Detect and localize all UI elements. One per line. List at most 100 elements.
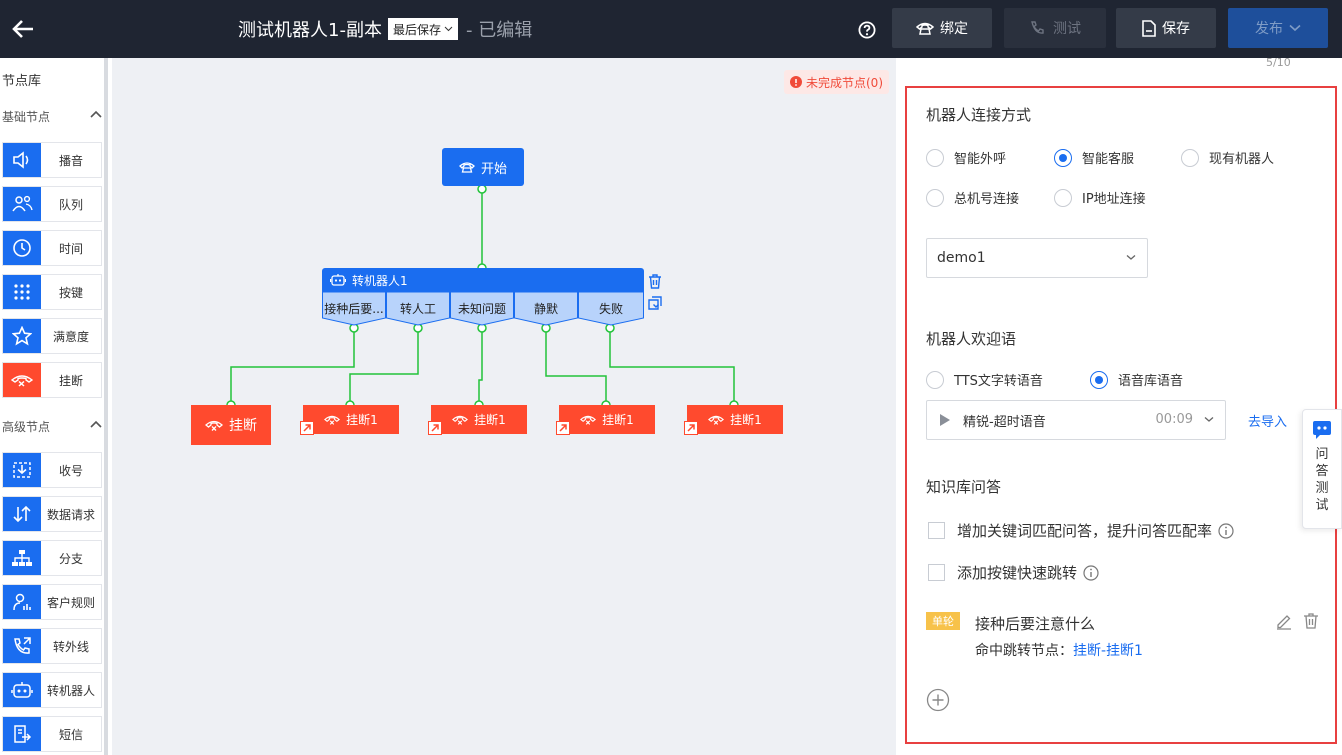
hangup-icon	[324, 415, 341, 425]
radio-existing-robot[interactable]: 现有机器人	[1181, 148, 1274, 167]
qa-jump-prefix: 命中跳转节点：	[975, 643, 1073, 659]
add-circle-icon[interactable]	[926, 688, 950, 712]
info-icon[interactable]	[1083, 564, 1099, 581]
palette-item-time[interactable]: 时间	[2, 230, 102, 266]
palette-item-label: 短信	[58, 727, 83, 742]
palette-item-hangup[interactable]: 挂断	[2, 362, 102, 398]
robot-icon	[3, 673, 41, 707]
user-chart-icon	[3, 585, 41, 619]
palette-item-transfer-external[interactable]: 转外线	[2, 628, 102, 664]
palette-item-collect-digits[interactable]: 收号	[2, 452, 102, 488]
qa-jump-target[interactable]: 挂断-挂断1	[1073, 643, 1143, 659]
checkbox-key-jump[interactable]: 添加按键快速跳转	[928, 562, 1099, 583]
palette-item-satisfaction[interactable]: 满意度	[2, 318, 102, 354]
jump-link-icon[interactable]	[684, 421, 698, 435]
palette-item-broadcast[interactable]: 播音	[2, 142, 102, 178]
jump-link-icon[interactable]	[556, 421, 570, 435]
advanced-section-header[interactable]: 高级节点	[2, 418, 104, 435]
trash-icon[interactable]	[1302, 612, 1320, 630]
save-button[interactable]: 保存	[1116, 8, 1216, 48]
radio-smart-outbound[interactable]: 智能外呼	[926, 148, 1006, 167]
radio-label: 现有机器人	[1209, 152, 1275, 167]
radio-dot	[926, 148, 944, 167]
branch-vaccine[interactable]: 接种后要...	[322, 292, 386, 326]
test-button[interactable]: 测试	[1004, 8, 1106, 48]
audio-select[interactable]: 精锐-超时语音 00:09	[926, 400, 1226, 440]
palette-item-data-request[interactable]: 数据请求	[2, 496, 102, 532]
robot-node-header[interactable]: 转机器人1	[322, 268, 644, 292]
hangup-node[interactable]: 挂断1	[303, 405, 399, 434]
radio-ip[interactable]: IP地址连接	[1054, 188, 1146, 207]
palette-item-label: 转外线	[52, 639, 89, 654]
radio-smart-service[interactable]: 智能客服	[1054, 148, 1134, 167]
sms-icon	[3, 717, 41, 751]
radio-dot-selected	[1090, 370, 1108, 389]
publish-button[interactable]: 发布	[1228, 8, 1328, 48]
robot-select-value: demo1	[937, 250, 986, 266]
branch-silence[interactable]: 静默	[514, 292, 578, 326]
palette-item-keypad[interactable]: 按键	[2, 274, 102, 310]
save-mode-select[interactable]: 最后保存	[388, 18, 459, 40]
palette-item-transfer-robot[interactable]: 转机器人	[2, 672, 102, 708]
hangup-icon	[205, 420, 223, 431]
test-label: 测试	[1053, 21, 1081, 37]
trash-icon[interactable]	[647, 273, 663, 289]
robot-select[interactable]: demo1	[926, 238, 1148, 278]
node-palette: 节点库 基础节点 播音 队列 时间 按键 满意度 挂断 高级节点 收号 数据请求	[0, 58, 108, 755]
hangup-icon	[708, 415, 725, 425]
basic-section-header[interactable]: 基础节点	[2, 108, 104, 125]
hangup-node[interactable]: 挂断1	[687, 405, 783, 434]
radio-tts[interactable]: TTS文字转语音	[926, 370, 1043, 389]
branch-unknown[interactable]: 未知问题	[450, 292, 514, 326]
chevron-down-icon	[444, 26, 453, 32]
radio-label: IP地址连接	[1082, 192, 1146, 207]
branch-shape	[450, 292, 514, 326]
help-icon[interactable]	[858, 21, 876, 39]
palette-item-sms[interactable]: 短信	[2, 716, 102, 752]
chevron-up-icon	[90, 110, 102, 118]
robot-node[interactable]: 转机器人1 接种后要... 转人工 未知问题 静默 失败	[322, 268, 644, 328]
qa-test-float-button[interactable]: 问答测试	[1302, 409, 1342, 529]
branch-shape	[514, 292, 578, 326]
people-icon	[3, 187, 41, 221]
palette-item-customer-rule[interactable]: 客户规则	[2, 584, 102, 620]
play-icon[interactable]	[939, 413, 951, 427]
hangup-node-label: 挂断1	[730, 413, 762, 427]
edit-icon[interactable]	[1275, 612, 1293, 630]
branch-shape	[322, 292, 386, 326]
star-icon	[3, 319, 41, 353]
start-node[interactable]: 开始	[442, 148, 524, 186]
radio-voice-library[interactable]: 语音库语音	[1090, 370, 1183, 389]
chevron-down-icon	[1204, 417, 1214, 422]
palette-title: 节点库	[2, 74, 42, 89]
hangup-node-main[interactable]: 挂断	[191, 405, 271, 445]
import-link[interactable]: 去导入	[1248, 415, 1288, 430]
phone-icon	[916, 22, 934, 35]
branch-label: 静默	[533, 302, 558, 316]
palette-item-label: 队列	[58, 197, 83, 212]
branch-transfer-human[interactable]: 转人工	[386, 292, 450, 326]
welcome-section-title: 机器人欢迎语	[926, 330, 1017, 348]
transfer-icon	[3, 497, 41, 531]
page-title: 测试机器人1-副本	[238, 20, 382, 41]
radio-trunk[interactable]: 总机号连接	[926, 188, 1019, 207]
hangup-icon	[3, 363, 41, 397]
checkbox-keyword-match[interactable]: 增加关键词匹配问答，提升问答匹配率	[928, 520, 1234, 541]
palette-item-label: 分支	[58, 551, 83, 566]
bind-button[interactable]: 绑定	[892, 8, 992, 48]
info-icon[interactable]	[1218, 522, 1234, 539]
incomplete-nodes-badge[interactable]: 未完成节点(0)	[784, 70, 889, 94]
branch-fail[interactable]: 失败	[578, 292, 644, 326]
back-button[interactable]	[8, 14, 38, 44]
jump-link-icon[interactable]	[300, 421, 314, 435]
branch-shape	[578, 292, 644, 326]
incomplete-nodes-text: 未完成节点(0)	[806, 75, 883, 90]
palette-item-queue[interactable]: 队列	[2, 186, 102, 222]
hangup-node[interactable]: 挂断1	[559, 405, 655, 434]
qa-test-label: 问答测试	[1315, 447, 1329, 513]
palette-item-branch[interactable]: 分支	[2, 540, 102, 576]
jump-link-icon[interactable]	[428, 421, 442, 435]
hangup-node-label: 挂断1	[346, 413, 378, 427]
hangup-node[interactable]: 挂断1	[431, 405, 527, 434]
copy-icon[interactable]	[647, 295, 663, 311]
